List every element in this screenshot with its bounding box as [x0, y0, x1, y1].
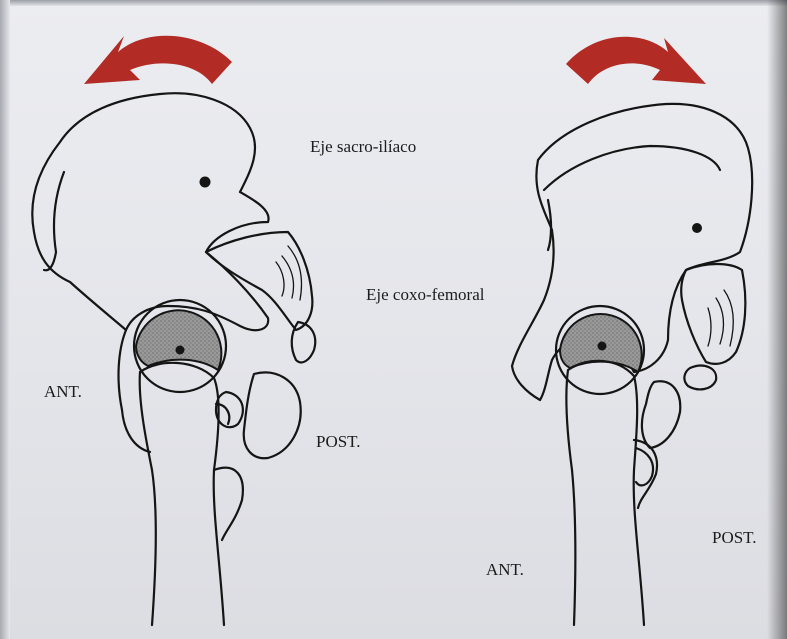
right-posterior-label: POST. [712, 528, 757, 548]
left-greater-trochanter [214, 468, 243, 540]
left-ilium [32, 93, 268, 330]
right-ischium [642, 381, 680, 448]
right-iliac-crest-line [544, 146, 720, 190]
right-sacrum-texture [708, 290, 733, 346]
left-sacrum-texture [276, 246, 302, 300]
right-rotation-arrow-icon [566, 37, 706, 84]
left-sacrum [206, 232, 312, 330]
left-ischial-tuberosity [244, 372, 301, 458]
right-sacroiliac-axis-dot-icon [692, 223, 702, 233]
left-rotation-arrow-icon [84, 36, 232, 84]
left-femur [140, 363, 224, 625]
right-ischium-lower [636, 448, 653, 485]
right-femur [566, 361, 644, 625]
left-posterior-label: POST. [316, 432, 361, 452]
left-coccyx [292, 322, 315, 362]
left-femoral-head [136, 310, 221, 370]
coxofemoral-axis-label: Eje coxo-femoral [366, 285, 484, 305]
right-coccyx [684, 366, 716, 390]
right-anterior-label: ANT. [486, 560, 524, 580]
left-anterior-label: ANT. [44, 382, 82, 402]
sacroiliac-axis-label: Eje sacro-ilíaco [310, 137, 416, 157]
left-iliac-crest-line [44, 172, 64, 270]
left-sacroiliac-axis-dot-icon [200, 177, 211, 188]
left-coxofemoral-axis-dot-icon [176, 346, 185, 355]
left-hip-figure [32, 36, 315, 625]
right-sacrum [681, 264, 745, 364]
right-coxofemoral-axis-dot-icon [598, 342, 607, 351]
